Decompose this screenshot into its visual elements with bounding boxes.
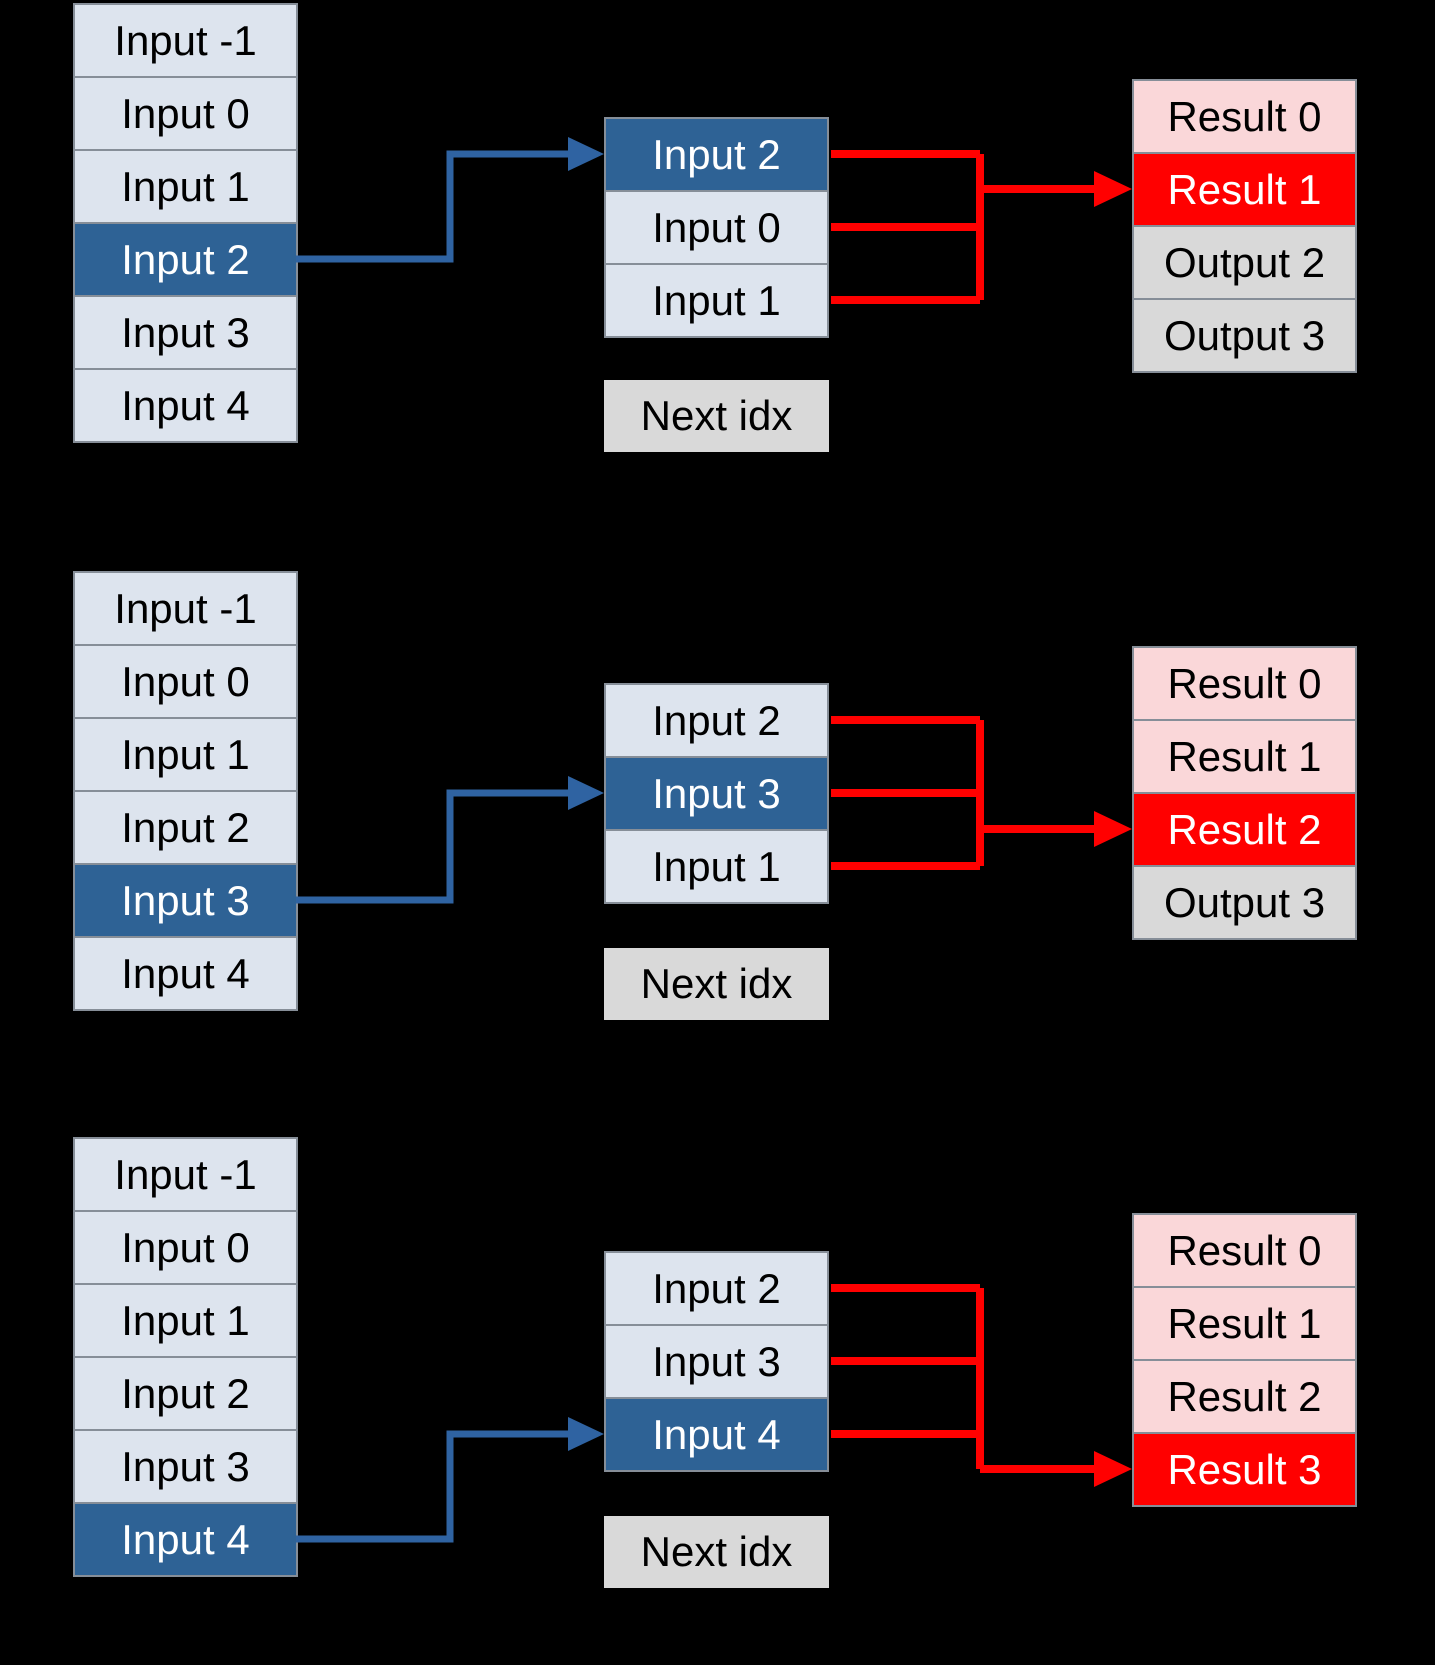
left-input-cell: Input 4 [73,936,298,1011]
left-input-cell: Input -1 [73,1137,298,1212]
result-cell: Result 1 [1132,152,1357,227]
left-input-cell: Input 4 [73,1502,298,1577]
left-input-cell: Input 2 [73,1356,298,1431]
next-idx-box: Next idx [604,380,829,452]
result-cell: Result 2 [1132,792,1357,867]
left-input-cell: Input 3 [73,295,298,370]
window-input-cell: Input 0 [604,190,829,265]
blue-arrow-step1-arrowhead-icon [568,137,604,171]
left-input-cell: Input 1 [73,149,298,224]
next-idx-box: Next idx [604,948,829,1020]
window-input-cell: Input 1 [604,829,829,904]
red-connector-step1-arrowhead-icon [1094,171,1132,207]
red-connector-step2-arrowhead-icon [1094,811,1132,847]
blue-arrow-step1 [296,137,604,263]
blue-arrow-step3-line [296,1430,572,1543]
blue-arrow-step2-line [296,789,572,904]
result-cell: Result 1 [1132,719,1357,794]
red-connector-step3 [831,1284,1132,1487]
blue-arrow-step2-arrowhead-icon [568,776,604,810]
output-cell: Output 2 [1132,225,1357,300]
blue-arrow-step1-line [296,150,572,263]
red-connector-step2 [831,716,1132,870]
next-idx-box: Next idx [604,1516,829,1588]
blue-arrow-step2 [296,776,604,904]
result-cell: Result 0 [1132,1213,1357,1288]
result-cell: Result 0 [1132,79,1357,154]
left-input-cell: Input 0 [73,644,298,719]
result-cell: Result 0 [1132,646,1357,721]
output-cell: Output 3 [1132,865,1357,940]
left-input-cell: Input 2 [73,790,298,865]
window-input-cell: Input 3 [604,1324,829,1399]
window-input-cell: Input 3 [604,756,829,831]
red-connector-step1 [831,150,1132,304]
red-connector-step2-line [831,716,1098,870]
left-input-cell: Input 0 [73,76,298,151]
window-input-cell: Input 2 [604,1251,829,1326]
window-input-cell: Input 2 [604,117,829,192]
left-input-cell: Input 1 [73,1283,298,1358]
output-cell: Output 3 [1132,298,1357,373]
red-connector-step3-arrowhead-icon [1094,1451,1132,1487]
left-input-cell: Input -1 [73,3,298,78]
window-input-cell: Input 1 [604,263,829,338]
red-connector-step1-line [831,150,1098,304]
left-input-cell: Input 1 [73,717,298,792]
result-cell: Result 3 [1132,1432,1357,1507]
left-input-cell: Input 0 [73,1210,298,1285]
blue-arrow-step3 [296,1417,604,1543]
left-input-cell: Input 4 [73,368,298,443]
left-input-cell: Input 3 [73,863,298,938]
blue-arrow-step3-arrowhead-icon [568,1417,604,1451]
result-cell: Result 2 [1132,1359,1357,1434]
result-cell: Result 1 [1132,1286,1357,1361]
left-input-cell: Input 3 [73,1429,298,1504]
left-input-cell: Input 2 [73,222,298,297]
window-input-cell: Input 4 [604,1397,829,1472]
left-input-cell: Input -1 [73,571,298,646]
red-connector-step3-line [831,1284,1098,1473]
window-input-cell: Input 2 [604,683,829,758]
